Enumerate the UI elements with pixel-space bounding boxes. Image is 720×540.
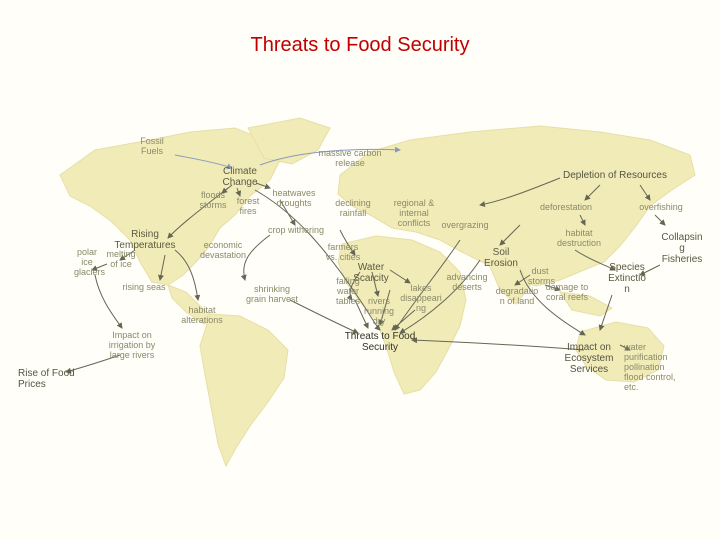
node-collapsing-fisheries: Collapsin g Fisheries — [661, 232, 703, 265]
node-overfishing: overfishing — [639, 202, 683, 212]
arrow-ecosystem-threats — [411, 337, 585, 351]
arrow-fossil-to-climate — [174, 154, 233, 170]
arrow-grain-threats — [289, 299, 359, 334]
arrow-species-ecosystem — [598, 294, 613, 331]
node-heatwaves-droughts: heatwaves droughts — [272, 188, 316, 208]
node-overgrazing: overgrazing — [441, 220, 489, 230]
node-polar-ice: polar ice glaciers — [74, 247, 106, 277]
arrow-temps-seas — [158, 254, 166, 281]
node-declining-rainfall: declining rainfall — [335, 198, 371, 218]
node-forest-fires: forest fires — [236, 196, 260, 216]
node-impact-irrigation: Impact on irrigation by large rivers — [108, 330, 156, 360]
node-melting-ice: melting of ice — [106, 249, 136, 269]
arrow-heatwave-crop — [279, 199, 296, 226]
arrow-irrigation-prices — [65, 354, 121, 374]
node-massive-carbon: massive carbon release — [318, 148, 382, 168]
node-floods-storms: floods storms — [199, 190, 227, 210]
arrow-habitat-species — [574, 249, 616, 271]
node-farmers-cities: farmers vs. cities — [325, 242, 361, 262]
node-shrinking-grain: shrinking grain harvest — [245, 284, 299, 304]
node-species-extinction: Species Extinctio n — [608, 262, 646, 295]
node-habitat-alterations: habitat alterations — [181, 305, 223, 325]
arrow-collapse-species — [639, 264, 661, 276]
node-advancing-deserts: advancing deserts — [446, 272, 488, 292]
node-water-purification: water purification pollination flood con… — [624, 342, 676, 392]
node-regional-conflicts: regional & internal conflicts — [393, 198, 435, 228]
arrow-rivers-threats — [378, 289, 391, 326]
arrow-scarcity-rivers — [371, 271, 380, 297]
node-soil-erosion: Soil Erosion — [484, 247, 518, 269]
arrow-damage-coral — [544, 284, 561, 292]
arrow-deforestation-habitat — [579, 214, 586, 226]
node-lakes-disappearing: lakes disappeari ng — [400, 283, 442, 313]
arrow-melting-polar — [91, 263, 108, 271]
node-rise-food-prices: Rise of Food Prices — [18, 368, 75, 390]
node-fossil-fuels: Fossil Fuels — [140, 136, 164, 156]
arrow-carbon-release — [259, 146, 401, 166]
node-depletion-resources: Depletion of Resources — [563, 170, 667, 181]
node-crop-withering: crop withering — [267, 225, 325, 235]
arrow-climate-fires — [235, 187, 242, 197]
node-damage-coral: damage to coral reefs — [545, 282, 589, 302]
arrow-scarcity-lakes — [389, 269, 411, 284]
landmass-north-america — [59, 127, 281, 286]
arrow-overfishing-collapse — [654, 214, 666, 226]
arrow-tables-threats — [354, 299, 369, 329]
arrow-depletion-overfishing — [639, 184, 651, 201]
arrow-climate-threats — [254, 189, 381, 331]
node-falling-tables: falling water tables — [335, 276, 361, 306]
node-dust-storms: dust storms — [528, 266, 555, 286]
node-impact-ecosystem: Impact on Ecosystem Services — [564, 342, 614, 375]
node-water-scarcity: Water Scarcity — [353, 262, 389, 284]
node-rising-seas: rising seas — [122, 282, 166, 292]
arrow-temps-melting — [119, 249, 136, 261]
arrow-ecosystem-services — [619, 344, 631, 351]
node-rivers-running-dry: rivers running dry — [363, 296, 395, 326]
landmass-eurasia — [337, 125, 696, 287]
landmass-greenland — [247, 117, 331, 165]
arrow-depletion-overgrazing — [479, 177, 561, 207]
node-threats-center: Threats to Food Security — [344, 331, 416, 353]
page-title: Threats to Food Security — [250, 34, 470, 56]
arrow-overgrazing-threats — [394, 239, 461, 331]
node-climate-change: Climate Change — [222, 166, 258, 188]
arrow-rainfall-scarcity — [339, 229, 356, 256]
arrow-dust-degradation — [514, 274, 531, 286]
landmass-india — [487, 261, 531, 305]
node-rising-temperatures: Rising Temperatures — [114, 229, 176, 251]
arrow-depletion-deforestation — [584, 184, 601, 201]
node-deforestation: deforestation — [539, 202, 593, 212]
landmass-australia — [575, 321, 665, 383]
arrow-temps-habitat — [174, 249, 201, 301]
arrow-overgrazing-erosion — [499, 224, 521, 246]
arrow-glacier-irrigation — [94, 274, 123, 329]
node-habitat-destruction: habitat destruction — [556, 228, 602, 248]
arrow-climate-temps — [167, 187, 229, 239]
arrow-scarcity-tables — [346, 271, 361, 301]
node-degrading-land: degradatio n of land — [495, 286, 539, 306]
arrow-crop-grain — [240, 234, 271, 281]
node-economic-devastation: economic devastation — [199, 240, 247, 260]
arrow-erosion-threats — [399, 259, 481, 334]
arrow-climate-heatwaves — [255, 182, 271, 190]
landmass-south-america — [199, 313, 289, 468]
